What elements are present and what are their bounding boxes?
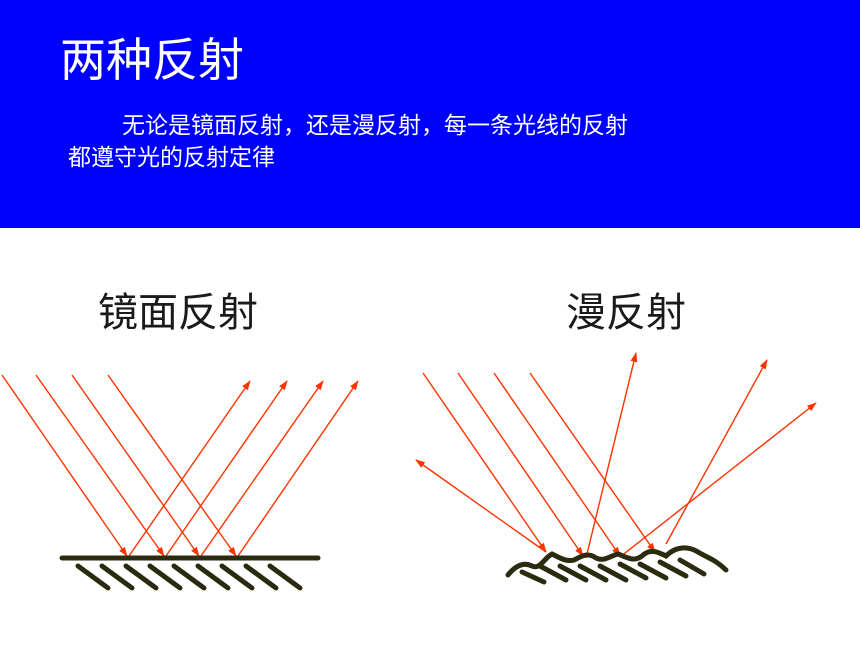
rough-surface bbox=[505, 545, 729, 585]
body-text-line-1: 无论是镜面反射，还是漫反射，每一条光线的反射 bbox=[122, 113, 628, 139]
diffuse-incident-ray-4 bbox=[529, 372, 656, 553]
diffuse-reflection-label: 漫反射 bbox=[566, 290, 686, 336]
diffuse-incident-rays bbox=[422, 372, 656, 557]
specular-incident-rays bbox=[1, 374, 237, 557]
specular-incident-ray-4 bbox=[107, 374, 237, 557]
specular-incident-ray-3 bbox=[71, 374, 200, 557]
title-banner bbox=[0, 0, 860, 228]
diffuse-incident-ray-1 bbox=[422, 372, 547, 553]
diffuse-reflected-ray-3 bbox=[619, 402, 817, 558]
specular-reflection-label: 镜面反射 bbox=[98, 290, 258, 336]
specular-reflected-ray-3 bbox=[200, 380, 324, 557]
specular-incident-ray-2 bbox=[35, 374, 165, 557]
diffuse-reflected-ray-2 bbox=[585, 352, 638, 559]
specular-reflected-rays bbox=[128, 380, 359, 557]
flat-mirror-surface bbox=[59, 555, 321, 591]
specular-reflected-ray-4 bbox=[237, 380, 359, 557]
body-text-line-2: 都遵守光的反射定律 bbox=[68, 145, 275, 171]
specular-reflected-ray-1 bbox=[128, 380, 251, 557]
diffuse-reflected-ray-4 bbox=[665, 359, 768, 545]
diffuse-reflected-ray-1 bbox=[415, 459, 547, 553]
diffuse-incident-ray-3 bbox=[493, 372, 621, 557]
diffuse-reflected-rays bbox=[415, 352, 817, 559]
specular-incident-ray-1 bbox=[1, 374, 128, 557]
diffuse-incident-ray-2 bbox=[457, 372, 584, 557]
diffuse-reflection-diagram bbox=[415, 352, 817, 585]
slide-title: 两种反射 bbox=[60, 33, 244, 87]
specular-reflected-ray-2 bbox=[165, 380, 288, 557]
specular-reflection-diagram bbox=[1, 374, 359, 591]
